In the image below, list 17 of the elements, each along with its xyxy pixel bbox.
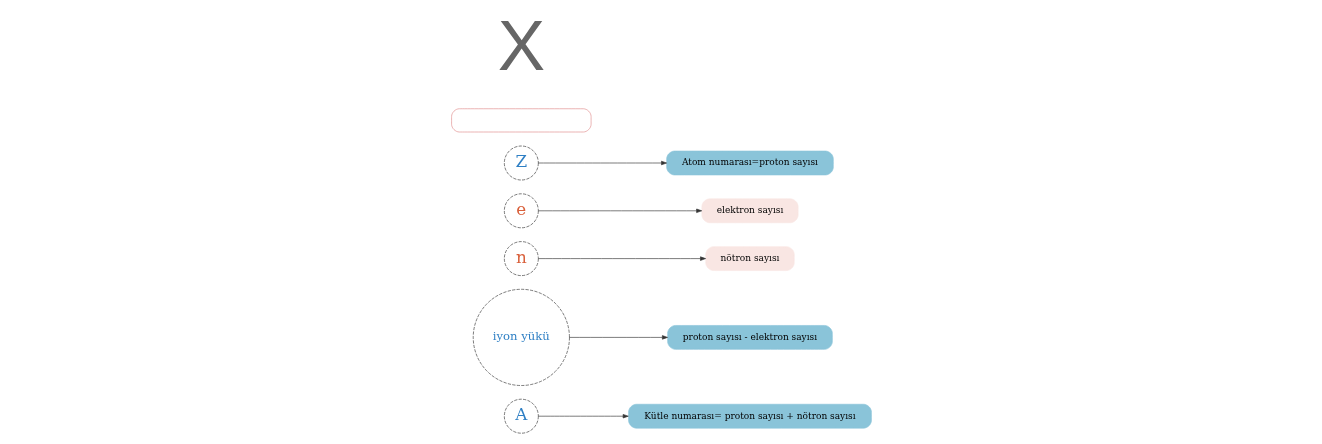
node-circle: A — [503, 398, 539, 434]
node-circle: e — [503, 193, 539, 229]
node-box: proton sayısı - elektron sayısı — [666, 325, 833, 350]
arrow — [537, 208, 702, 213]
node-box: nötron sayısı — [704, 246, 795, 271]
node-circle: iyon yükü — [472, 288, 570, 386]
node-box: elektron sayısı — [701, 198, 798, 224]
arrow — [537, 256, 706, 261]
label: X — [497, 6, 545, 86]
arrow — [537, 160, 667, 166]
arrow — [537, 414, 629, 419]
node-circle: n — [503, 241, 539, 276]
arrow — [568, 335, 668, 340]
node-box — [450, 108, 591, 133]
node-box: Atom numarası=proton sayısı — [665, 150, 834, 176]
node-box: Kütle numarası= proton sayısı + nötron sayısı — [627, 403, 872, 429]
node-circle: Z — [503, 145, 539, 181]
